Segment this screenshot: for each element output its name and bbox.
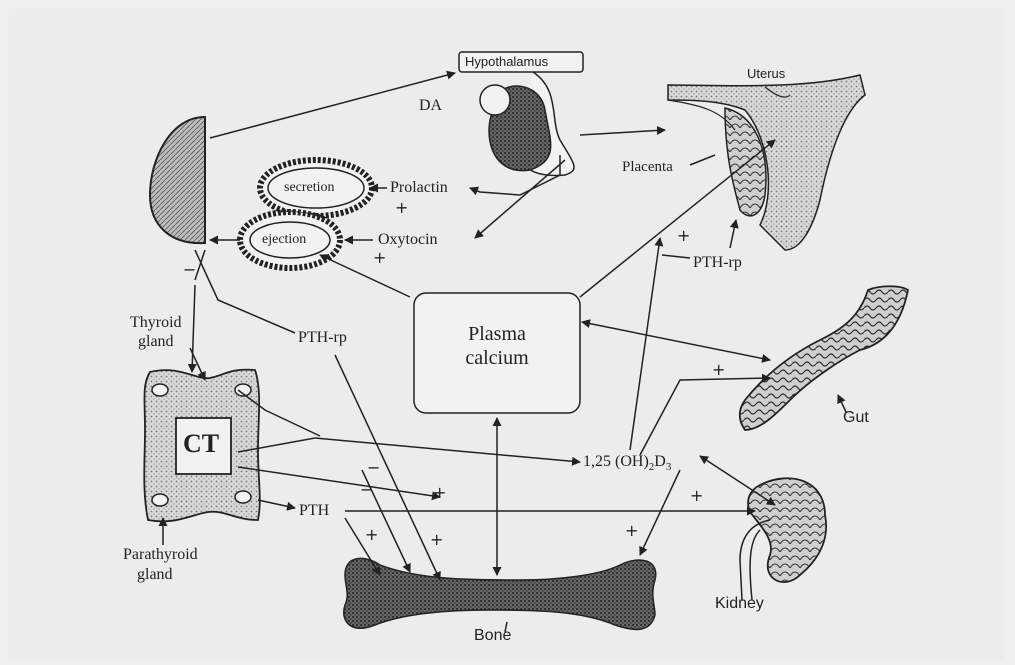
- placenta-label: Placenta: [622, 158, 673, 176]
- vitamin-d-sub2: 3: [666, 461, 672, 473]
- plasma-calcium-label-line2: calcium: [418, 346, 576, 370]
- plus-sign-pthrp-bone: +: [433, 485, 446, 501]
- plasma-calcium-label-line1: Plasma: [418, 322, 576, 346]
- minus-sign-ct-1: −: [367, 460, 380, 476]
- prolactin-label: Prolactin: [390, 179, 448, 197]
- plus-sign-bone-right: +: [625, 523, 638, 539]
- uterus-label: Uterus: [747, 65, 785, 83]
- bone-label: Bone: [474, 627, 511, 645]
- da-label: DA: [419, 97, 442, 115]
- vitamin-d-prefix: 1,25 (OH): [583, 453, 649, 470]
- parathyroid-gland-label-line2: gland: [137, 566, 173, 584]
- parathyroid-nodule-bl: [152, 494, 168, 506]
- vitamin-d-mid: D: [654, 453, 666, 470]
- parathyroid-gland-label-line1: Parathyroid: [123, 546, 198, 564]
- da-neuron: [480, 85, 510, 115]
- plus-sign-prolactin: +: [395, 200, 408, 216]
- hypothalamus-label: Hypothalamus: [465, 53, 548, 71]
- vitamin-d-label: 1,25 (OH)2D3: [583, 453, 671, 476]
- gut-label: Gut: [843, 409, 869, 427]
- ureter-2: [750, 530, 760, 600]
- minus-sign-ct-2: −: [360, 482, 373, 498]
- plus-sign-kidney: +: [690, 488, 703, 504]
- kidney-label: Kidney: [715, 595, 764, 613]
- plus-sign-oxytocin: +: [373, 250, 386, 266]
- minus-sign-breast: −: [183, 262, 196, 278]
- pth-rp-left-label: PTH-rp: [298, 329, 347, 347]
- parathyroid-nodule-br: [235, 491, 251, 503]
- breast-shape: [150, 117, 205, 243]
- gut-shape: [740, 286, 908, 430]
- plus-sign-placenta: +: [677, 228, 690, 244]
- ct-label: CT: [183, 429, 219, 459]
- pth-rp-right-label: PTH-rp: [693, 254, 742, 272]
- thyroid-gland-label-line2: gland: [138, 333, 174, 351]
- oxytocin-label: Oxytocin: [378, 231, 438, 249]
- pth-label: PTH: [299, 502, 329, 520]
- secretion-label: secretion: [284, 179, 335, 197]
- thyroid-gland-label-line1: Thyroid: [130, 314, 182, 332]
- ejection-label: ejection: [262, 231, 306, 249]
- plus-sign-pth-bone-1: +: [365, 527, 378, 543]
- plus-sign-gut: +: [712, 362, 725, 378]
- plus-sign-pth-bone-2: +: [430, 532, 443, 548]
- parathyroid-nodule-tl: [152, 384, 168, 396]
- bone-shape: [344, 558, 656, 629]
